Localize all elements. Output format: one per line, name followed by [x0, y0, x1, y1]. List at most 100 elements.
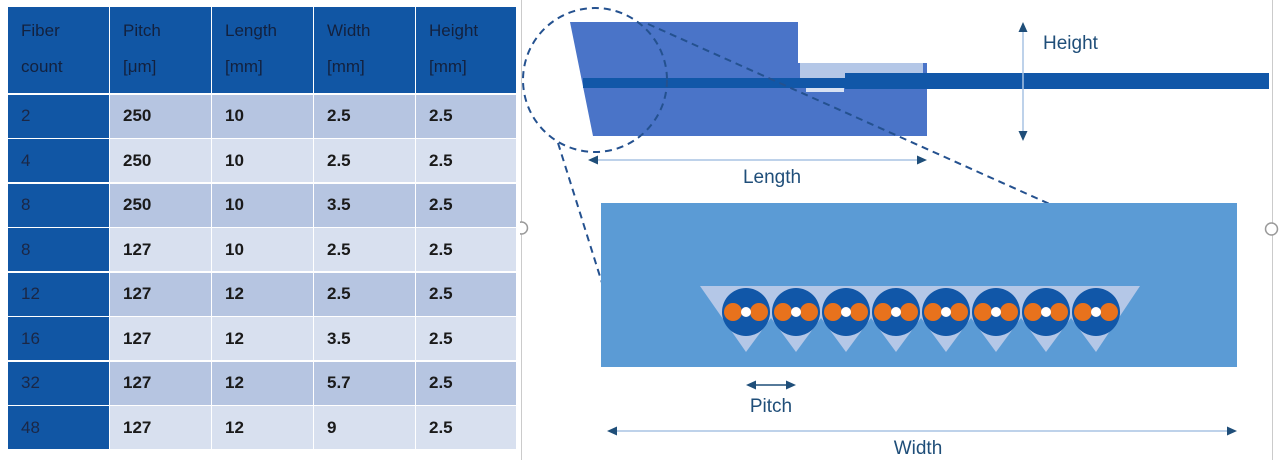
fiber-core-dot: [1100, 303, 1118, 321]
fiber-count-cell: 48: [8, 406, 109, 449]
column-header-text: count: [21, 57, 63, 76]
cross-section-panel: [601, 203, 1237, 367]
fiber-center-dot: [891, 307, 901, 317]
column-header: Fiber count: [8, 7, 109, 93]
value-cell: 127: [110, 228, 211, 271]
value-cell: 127: [110, 317, 211, 360]
column-header-text: Length: [225, 21, 277, 40]
fiber-array-diagram: Height Length Pitch Width: [520, 0, 1279, 460]
fiber-core-dot: [824, 303, 842, 321]
column-header-text: Fiber: [21, 21, 60, 40]
value-cell: 127: [110, 406, 211, 449]
value-cell: 12: [212, 272, 313, 316]
column-header-text: [mm]: [225, 57, 263, 76]
value-cell: 2.5: [416, 272, 516, 316]
column-header: Height [mm]: [416, 7, 516, 93]
length-label: Length: [743, 167, 801, 188]
value-cell: 10: [212, 139, 313, 182]
fiber-in-block: [583, 78, 845, 88]
arrow-down-icon: [1018, 131, 1028, 141]
bare-fiber-gap: [806, 88, 844, 92]
column-header: Length [mm]: [212, 7, 313, 93]
fiber-center-dot: [1041, 307, 1051, 317]
column-header-text: [mm]: [429, 57, 467, 76]
value-cell: 10: [212, 228, 313, 271]
value-cell: 2.5: [416, 139, 516, 182]
value-cell: 10: [212, 94, 313, 138]
selection-handle-left[interactable]: [520, 221, 529, 235]
value-cell: 2.5: [416, 406, 516, 449]
value-cell: 2.5: [416, 94, 516, 138]
value-cell: 2.5: [314, 228, 415, 271]
fiber-core-dot: [724, 303, 742, 321]
value-cell: 2.5: [416, 317, 516, 360]
fiber-count-cell: 4: [8, 139, 109, 182]
pitch-label: Pitch: [750, 396, 792, 417]
value-cell: 2.5: [416, 183, 516, 227]
arrow-up-icon: [1018, 22, 1028, 32]
fiber-count-cell: 16: [8, 317, 109, 360]
fiber-center-dot: [941, 307, 951, 317]
fiber-core-dot: [950, 303, 968, 321]
height-label: Height: [1043, 33, 1099, 54]
fiber-center-dot: [991, 307, 1001, 317]
arrow-left-icon: [607, 426, 617, 436]
column-header-text: Height: [429, 21, 479, 40]
arrow-right-icon: [1227, 426, 1237, 436]
value-cell: 12: [212, 361, 313, 405]
fiber-center-dot: [791, 307, 801, 317]
fiber-core-dot: [1024, 303, 1042, 321]
fiber-center-dot: [741, 307, 751, 317]
fiber-core-dot: [774, 303, 792, 321]
arrow-left-icon: [588, 155, 598, 165]
selection-handle-right[interactable]: [1264, 222, 1279, 236]
value-cell: 250: [110, 94, 211, 138]
width-label: Width: [894, 438, 943, 459]
column-header-text: Pitch: [123, 21, 161, 40]
fiber-ribbon: [845, 73, 1269, 89]
fiber-array: [722, 288, 1120, 336]
value-cell: 2.5: [416, 228, 516, 271]
fiber-count-cell: 8: [8, 228, 109, 271]
value-cell: 2.5: [314, 139, 415, 182]
value-cell: 12: [212, 317, 313, 360]
column-header-text: [μm]: [123, 57, 157, 76]
fiber-center-dot: [1091, 307, 1101, 317]
value-cell: 10: [212, 183, 313, 227]
value-cell: 3.5: [314, 183, 415, 227]
fiber-core-dot: [1074, 303, 1092, 321]
value-cell: 250: [110, 139, 211, 182]
value-cell: 2.5: [314, 94, 415, 138]
value-cell: 5.7: [314, 361, 415, 405]
column-header-text: Width: [327, 21, 371, 40]
value-cell: 250: [110, 183, 211, 227]
value-cell: 12: [212, 406, 313, 449]
value-cell: 2.5: [416, 361, 516, 405]
fiber-count-cell: 8: [8, 183, 109, 227]
fiber-core-dot: [850, 303, 868, 321]
fiber-count-cell: 32: [8, 361, 109, 405]
fiber-count-cell: 12: [8, 272, 109, 316]
fiber-count-cell: 2: [8, 94, 109, 138]
value-cell: 9: [314, 406, 415, 449]
column-header: Width[mm]: [314, 7, 415, 93]
fiber-core-dot: [974, 303, 992, 321]
arrow-left-icon: [746, 380, 756, 390]
fiber-core-dot: [924, 303, 942, 321]
fiber-core-dot: [900, 303, 918, 321]
callout-line-left: [557, 142, 604, 287]
value-cell: 127: [110, 272, 211, 316]
fiber-core-dot: [800, 303, 818, 321]
value-cell: 127: [110, 361, 211, 405]
arrow-right-icon: [786, 380, 796, 390]
